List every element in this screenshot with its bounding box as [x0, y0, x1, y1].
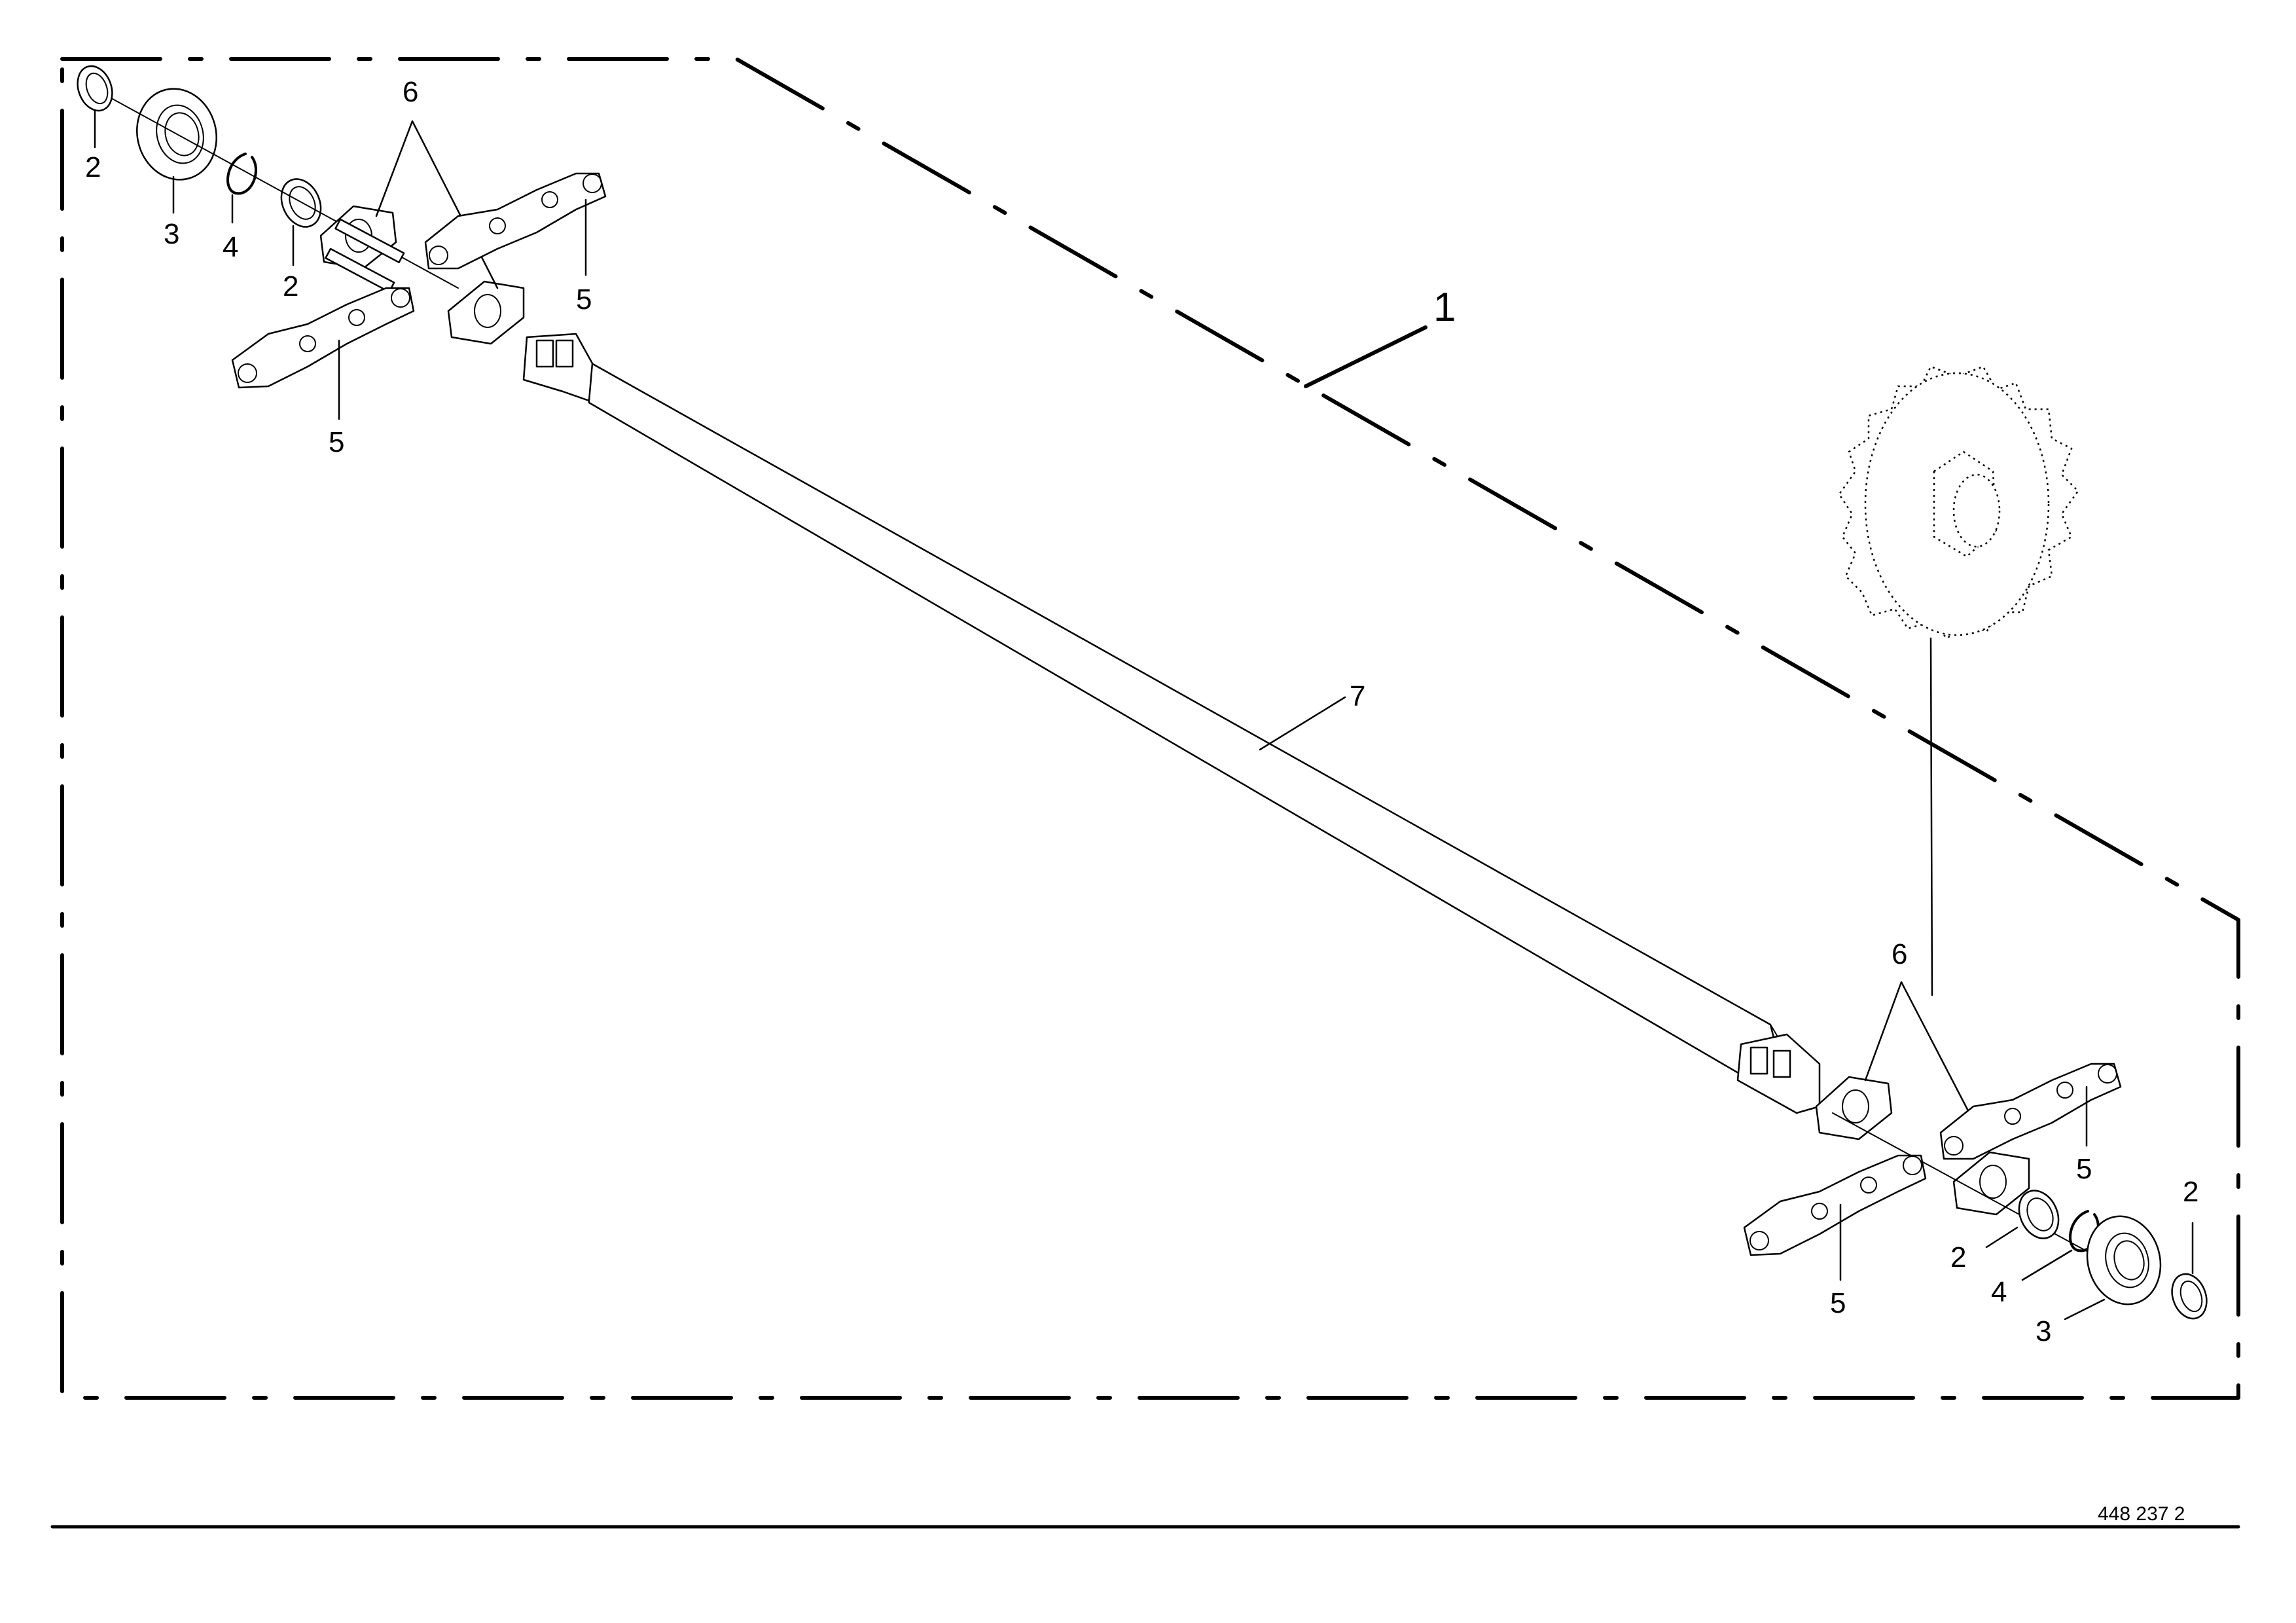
callout-ring-c: 2	[1950, 1241, 1966, 1273]
retaining-ring-a	[77, 65, 113, 112]
callout-chain-top-b: 5	[2076, 1153, 2092, 1185]
bearing-b	[2086, 1215, 2162, 1305]
shaft-leader	[1259, 696, 1346, 751]
callout-chain-bottom-a: 5	[329, 426, 344, 458]
plates-bottom-leader	[1864, 981, 1991, 1154]
chain-section-top-b	[1939, 1063, 2122, 1160]
assembly-leader	[1304, 325, 1427, 388]
callout-circlip-a: 4	[223, 231, 238, 263]
retaining-ring-b	[280, 178, 322, 228]
callout-bearing-b: 3	[2036, 1315, 2051, 1347]
callout-chain-bottom-b: 5	[1830, 1287, 1846, 1319]
callout-plates-bottom: 6	[1892, 938, 1907, 970]
retaining-ring-c	[2018, 1190, 2060, 1239]
chain-section-top-a	[424, 172, 607, 270]
shaft	[522, 333, 1821, 1114]
sprocket	[1838, 365, 2079, 640]
chain-section-bottom-b	[1743, 1154, 1927, 1256]
callout-plates-top: 6	[403, 76, 418, 108]
link-plates-top	[319, 205, 525, 345]
callout-bearing-a: 3	[164, 218, 179, 250]
assembly-boundary	[60, 57, 2240, 1400]
callout-shaft: 7	[1350, 680, 1365, 712]
callout-ring-b: 2	[283, 270, 298, 302]
drawing-number: 448 237 2	[2098, 1503, 2185, 1525]
chain-section-bottom-a	[231, 287, 415, 389]
callout-assembly: 1	[1433, 285, 1456, 330]
callout-chain-top-a: 5	[576, 283, 592, 316]
circlip-a	[226, 153, 257, 195]
link-plates-bottom	[1815, 1076, 2134, 1277]
retaining-ring-d	[2171, 1273, 2208, 1320]
sprocket-leader	[1929, 637, 1933, 996]
callout-ring-a: 2	[85, 151, 101, 183]
callout-ring-d: 2	[2183, 1176, 2198, 1208]
callout-circlip-b: 4	[1991, 1276, 2007, 1308]
